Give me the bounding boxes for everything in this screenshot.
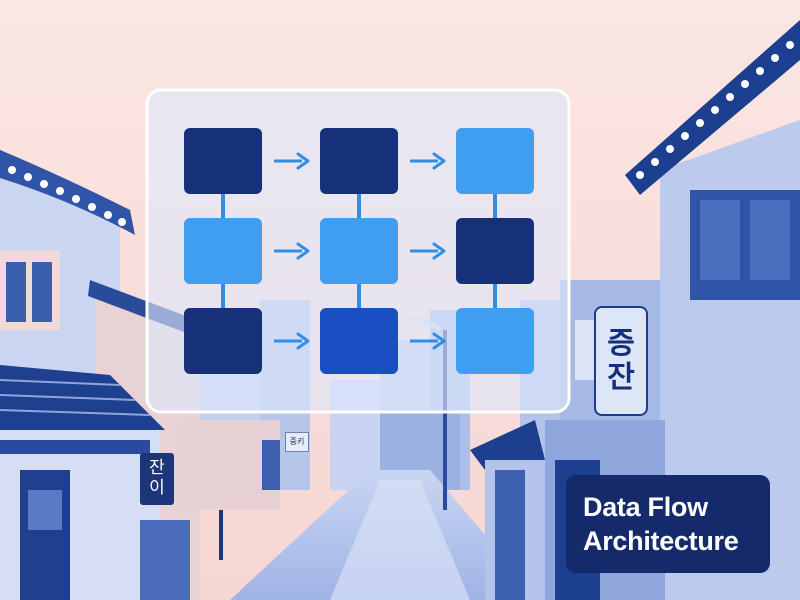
shop-sign-small: 중키 (285, 432, 309, 452)
diagram-node-r3-c1 (184, 308, 262, 374)
diagram-node-r2-c3 (456, 218, 534, 284)
diagram-connector (493, 284, 497, 308)
arrow-right-icon (274, 242, 310, 260)
diagram-node-r2-c1 (184, 218, 262, 284)
diagram-connector (357, 194, 361, 218)
shop-sign-left-text: 잔 이 (149, 458, 165, 498)
left-buildings (0, 150, 280, 600)
shop-sign-right: 증 잔 (594, 306, 648, 416)
diagram-connector (493, 194, 497, 218)
diagram-nodes (184, 128, 534, 374)
diagram-connector (221, 194, 225, 218)
shop-sign-left: 잔 이 (140, 453, 174, 505)
shop-sign-small-text: 중키 (289, 437, 305, 447)
diagram-arrows (274, 152, 446, 350)
diagram-node-r3-c2 (320, 308, 398, 374)
diagram-node-r1-c2 (320, 128, 398, 194)
arrow-right-icon (410, 242, 446, 260)
title-line-2: Architecture (583, 526, 739, 556)
diagram-node-r1-c1 (184, 128, 262, 194)
diagram-vertical-connectors (221, 194, 497, 308)
diagram-node-r3-c3 (456, 308, 534, 374)
shop-sign-right-text: 증 잔 (607, 325, 635, 395)
arrow-right-icon (274, 332, 310, 350)
arrow-right-icon (410, 332, 446, 350)
arrow-right-icon (274, 152, 310, 170)
arrow-right-icon (410, 152, 446, 170)
title-line-1: Data Flow (583, 492, 708, 522)
diagram-connector (221, 284, 225, 308)
diagram-node-r1-c3 (456, 128, 534, 194)
title-card: Data Flow Architecture (566, 475, 770, 573)
diagram-connector (357, 284, 361, 308)
diagram-node-r2-c2 (320, 218, 398, 284)
